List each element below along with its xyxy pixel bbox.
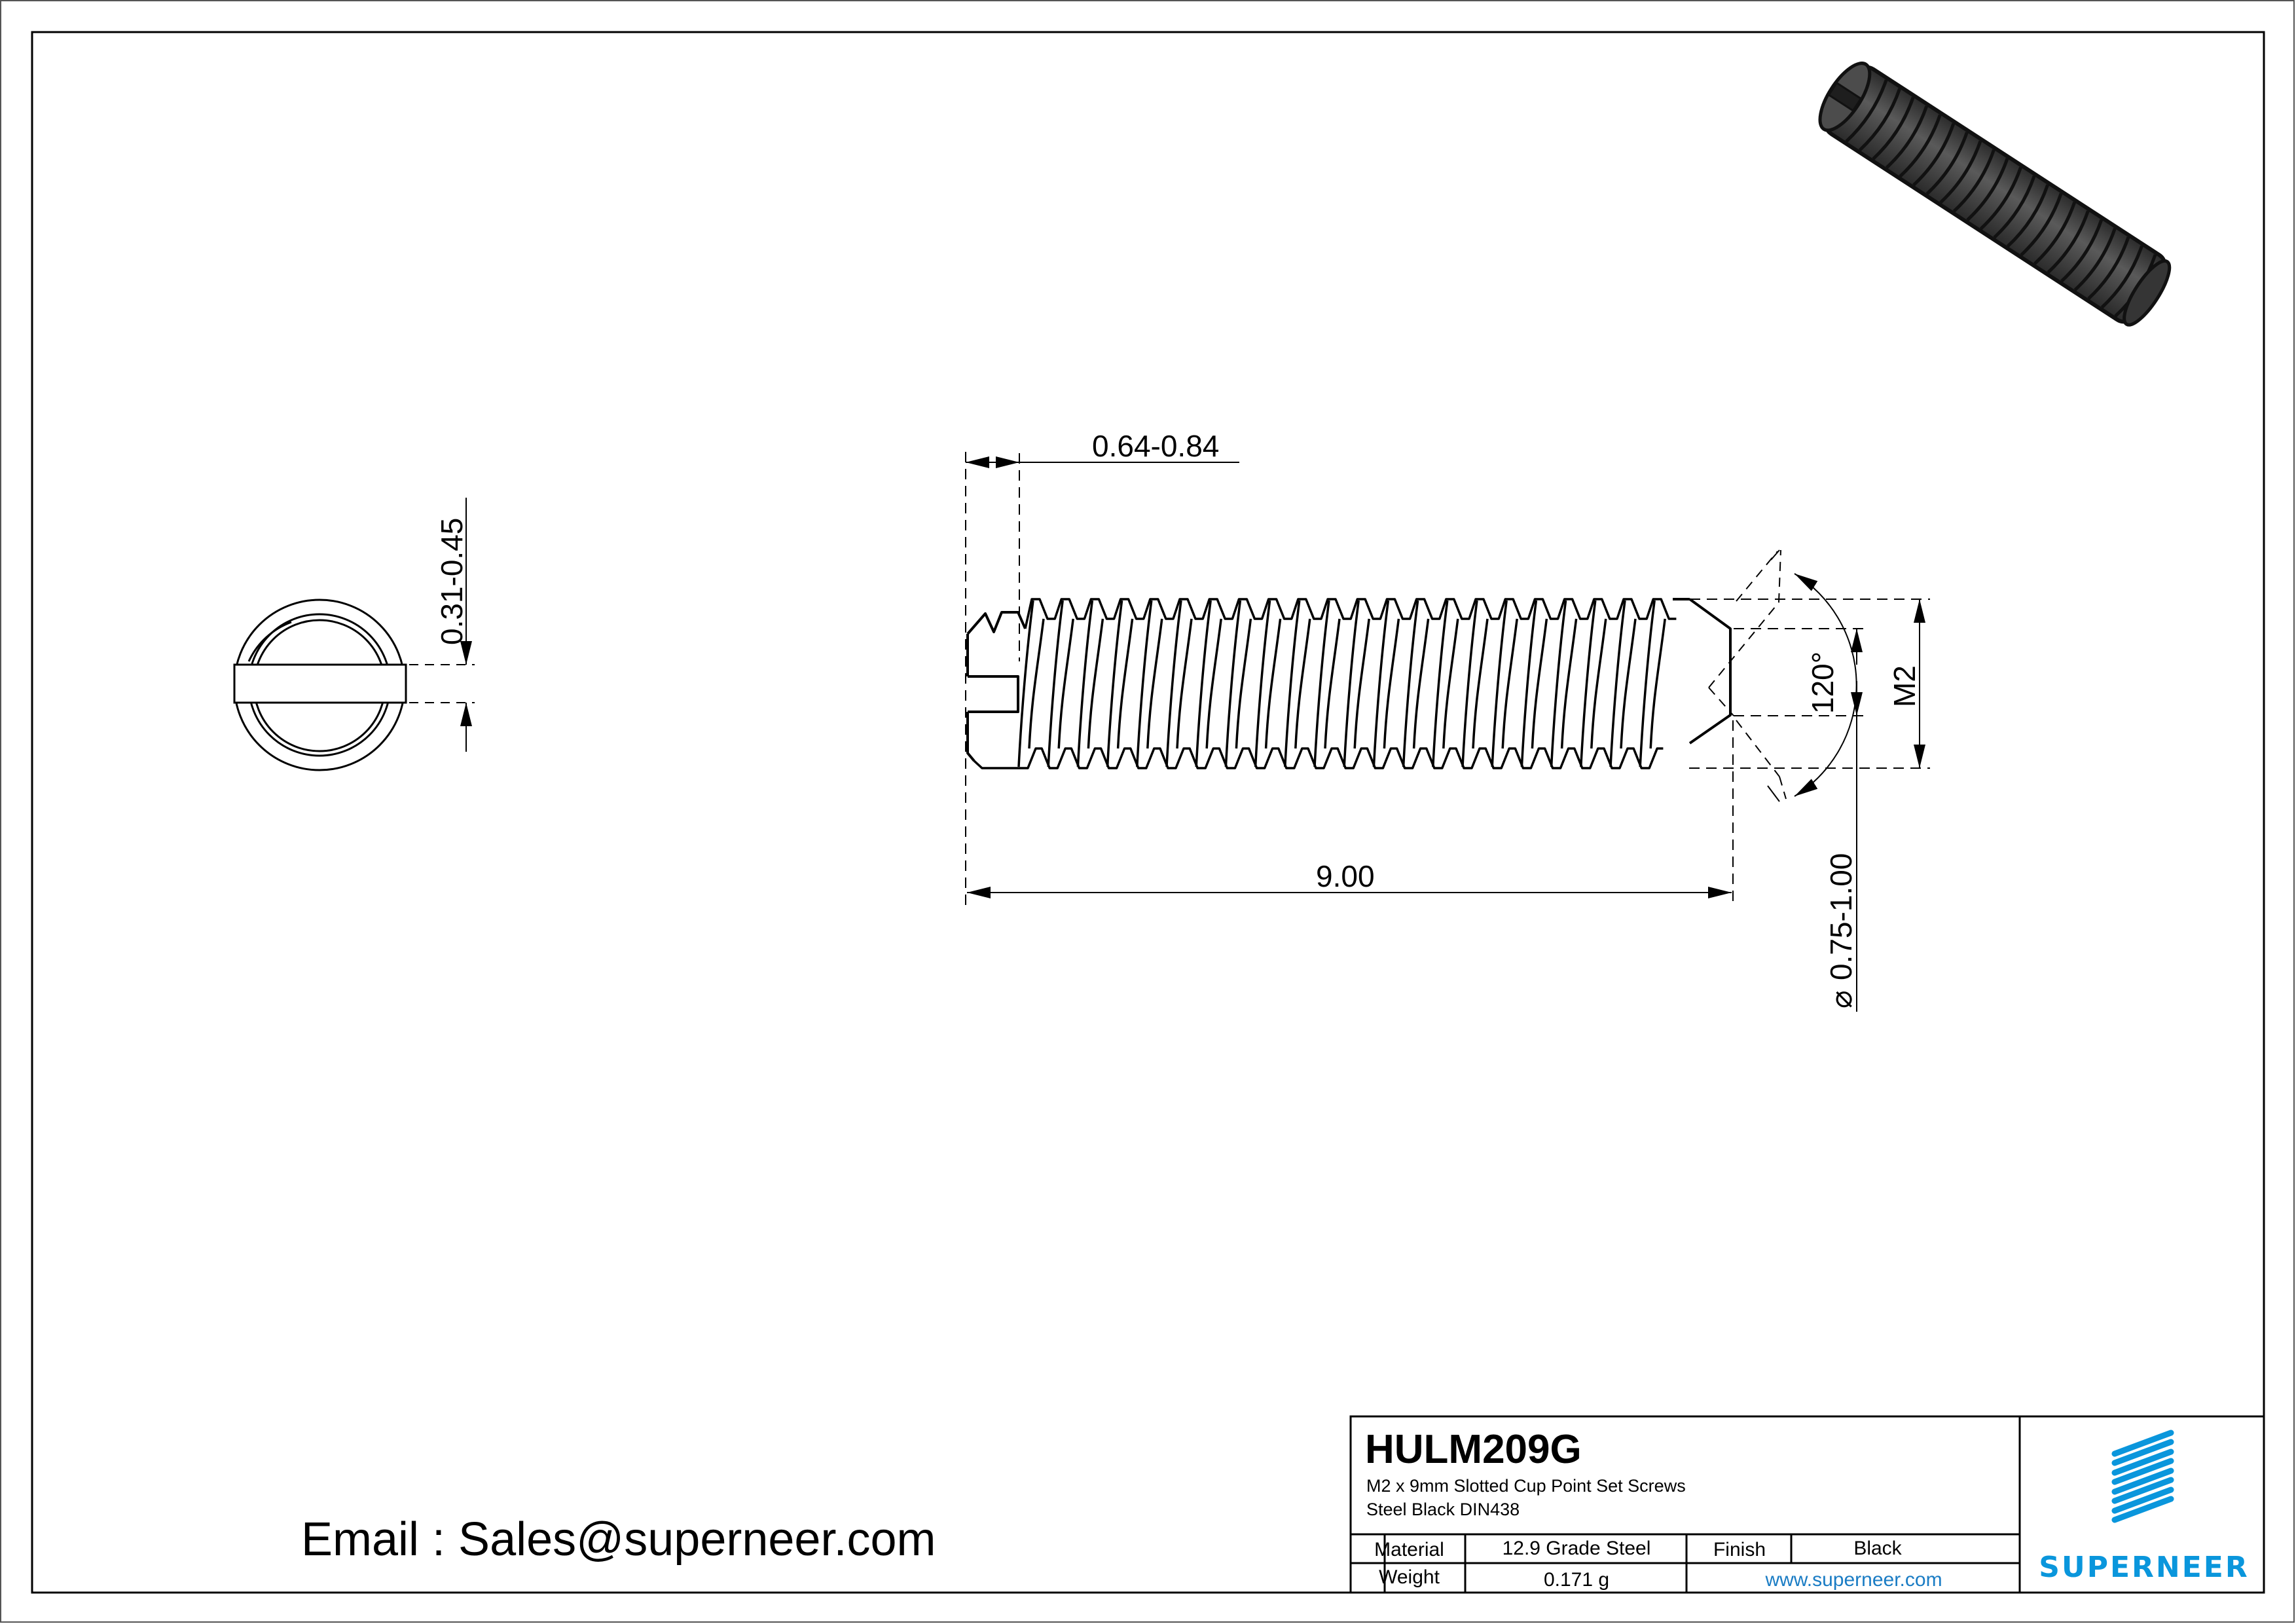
material-value: 12.9 Grade Steel xyxy=(1502,1538,1651,1559)
end-view xyxy=(233,498,475,771)
length-dimension-lines xyxy=(967,720,1734,904)
slot-width-dimension: 0.31-0.45 xyxy=(435,518,469,645)
diagonal-stripes-logo-icon xyxy=(2111,1430,2174,1523)
title-block xyxy=(1349,1415,2265,1594)
website-link[interactable]: www.superneer.com xyxy=(1765,1569,1942,1591)
brand-wordmark: SUPERNEER xyxy=(2039,1551,2250,1584)
cup-diameter-symbol: ⌀ xyxy=(1824,990,1858,1008)
cup-diameter-dimension: 0.75-1.00 xyxy=(1824,853,1858,980)
cup-angle-dimension: 120° xyxy=(1806,652,1840,714)
contact-email[interactable]: Email : Sales@superneer.com xyxy=(301,1513,936,1566)
drawing-frame xyxy=(31,31,2265,1594)
thread-pattern xyxy=(973,598,1677,769)
isometric-render xyxy=(1818,62,2172,327)
finish-label: Finish xyxy=(1713,1539,1766,1560)
part-spec: Steel Black DIN438 xyxy=(1366,1500,1520,1519)
material-label: Material xyxy=(1374,1539,1444,1560)
cup-point-dimension-lines xyxy=(1673,549,1930,1012)
slot-depth-dimension-lines xyxy=(965,452,1239,907)
slot-depth-dimension: 0.64-0.84 xyxy=(1092,429,1219,463)
weight-label: Weight xyxy=(1379,1566,1440,1588)
thread-size-dimension: M2 xyxy=(1887,665,1922,707)
length-dimension: 9.00 xyxy=(1316,859,1375,893)
part-description: M2 x 9mm Slotted Cup Point Set Screws xyxy=(1366,1476,1686,1496)
finish-value: Black xyxy=(1853,1538,1902,1559)
weight-value: 0.171 g xyxy=(1543,1569,1610,1591)
part-number: HULM209G xyxy=(1365,1427,1582,1472)
